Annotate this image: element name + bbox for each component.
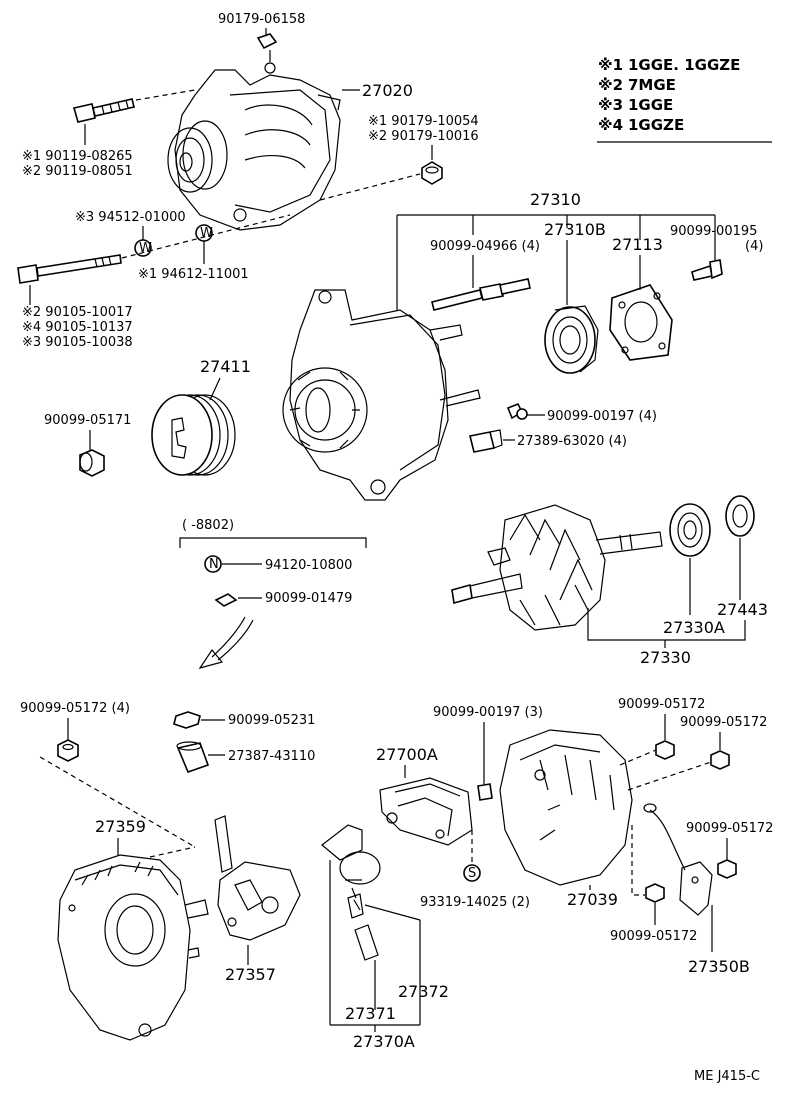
label-93319: 93319-14025 (2): [420, 895, 530, 910]
label-27330a: 27330A: [663, 618, 725, 637]
label-27357: 27357: [225, 965, 276, 984]
insulator-icon: [469, 429, 503, 453]
terminal-plate-drawing: [643, 803, 713, 916]
nut-icon: [57, 739, 79, 762]
label-nut-b2: ※2 90179-10016: [368, 129, 479, 144]
label-washer-w3: ※3 94512-01000: [75, 210, 186, 225]
label-bolt-a2: ※2 90119-08051: [22, 164, 133, 179]
nut-icon: [717, 859, 737, 879]
label-27310b: 27310B: [544, 220, 606, 239]
nut-icon: [655, 740, 675, 760]
label-90099-05171: 90099-05171: [44, 413, 131, 428]
nut-icon: [710, 750, 730, 770]
legend-item-3: ※3: [598, 96, 623, 114]
label-27443: 27443: [717, 600, 768, 619]
label-90099-05172-b: 90099-05172: [680, 715, 767, 730]
bearing-icon: [669, 503, 711, 557]
label-27113: 27113: [612, 235, 663, 254]
nut-icon: [421, 161, 443, 185]
legend-item-1-text: 1GGE. 1GGZE: [628, 56, 740, 74]
label-27389: 27389-63020 (4): [517, 434, 627, 449]
label-27350b: 27350B: [688, 957, 750, 976]
label-27371: 27371: [345, 1004, 396, 1023]
label-27370a: 27370A: [353, 1032, 415, 1051]
label-90099-04966: 90099-04966 (4): [430, 239, 540, 254]
legend-item-2: ※2: [598, 76, 623, 94]
alternator-assembly-drawing: [167, 50, 341, 231]
drive-end-frame-drawing: [282, 289, 481, 501]
label-27700a: 27700A: [376, 745, 438, 764]
legend-item-1: ※1: [598, 56, 623, 74]
brush-assembly-drawing: [321, 824, 381, 961]
label-90179-06158: 90179-06158: [218, 12, 305, 27]
screw-s-icon: [463, 864, 481, 882]
label-27330: 27330: [640, 648, 691, 667]
screw-icon: [506, 402, 528, 420]
legend-item-4: ※4: [598, 116, 623, 134]
label-90099-05172-a: 90099-05172: [618, 697, 705, 712]
nut-icon: [79, 449, 105, 477]
label-27020: 27020: [362, 81, 413, 100]
label-bolt-c4: ※4 90105-10137: [22, 320, 133, 335]
retainer-plate-icon: [609, 284, 673, 361]
label-27372: 27372: [398, 982, 449, 1001]
regulator-drawing: [379, 777, 473, 846]
washer-icon: [214, 593, 238, 607]
label-90099-00197-a: 90099-00197 (4): [547, 409, 657, 424]
legend-item-3-text: 1GGE: [628, 96, 673, 114]
label-27359: 27359: [95, 817, 146, 836]
brush-holder-drawing: [214, 815, 301, 941]
washer-w-mark-2: W: [200, 226, 213, 241]
screw-icon: [477, 783, 493, 801]
label-90099-00197-b: 90099-00197 (3): [433, 705, 543, 720]
legend-item-2-text: 7MGE: [628, 76, 676, 94]
pulley-icon: [151, 394, 236, 476]
nut-n-icon: [204, 555, 222, 573]
label-bolt-c3: ※3 90105-10038: [22, 335, 133, 350]
legend-item-4-text: 1GGZE: [628, 116, 684, 134]
label-90099-00195-qty: (4): [745, 239, 763, 254]
nut-icon: [645, 883, 665, 903]
label-94120: 94120-10800: [265, 558, 352, 573]
label-27310: 27310: [530, 190, 581, 209]
rear-end-frame-drawing: [57, 854, 209, 1041]
label-bolt-a1: ※1 90119-08265: [22, 149, 133, 164]
stud-bolt-icon: [431, 278, 531, 311]
label-nut-b1: ※1 90179-10054: [368, 114, 479, 129]
bearing-cover-icon: [725, 495, 755, 537]
nut-icon: [173, 711, 201, 729]
screw-s-mark: S: [468, 866, 476, 881]
label-27387: 27387-43110: [228, 749, 315, 764]
label-27039: 27039: [567, 890, 618, 909]
nut-icon: [256, 33, 278, 50]
label-90099-00195: 90099-00195: [670, 224, 757, 239]
arrow-down-left-icon: [198, 616, 254, 670]
label-diagram-reference: ME J415-C: [694, 1069, 760, 1084]
long-bolt-icon: [17, 254, 122, 284]
bearing-icon: [544, 305, 599, 374]
label-90099-05172-c: 90099-05172: [686, 821, 773, 836]
screw-icon: [691, 259, 723, 281]
label-washer-w1: ※1 94612-11001: [138, 267, 249, 282]
bolt-icon: [72, 98, 135, 123]
terminal-cap-icon: [176, 741, 210, 774]
rotor-drawing: [451, 504, 663, 631]
label-90099-01479: 90099-01479: [265, 591, 352, 606]
rear-cover-drawing: [499, 729, 633, 886]
label-90099-05231: 90099-05231: [228, 713, 315, 728]
label-bracket-8802: ( -8802): [182, 518, 234, 533]
label-90099-05172-qty: 90099-05172 (4): [20, 701, 130, 716]
nut-n-mark: N: [209, 557, 219, 572]
label-27411: 27411: [200, 357, 251, 376]
legend: ※1 1GGE. 1GGZE ※2 7MGE ※3 1GGE ※4 1GGZE: [597, 56, 772, 143]
label-90099-05172-d: 90099-05172: [610, 929, 697, 944]
label-bolt-c2: ※2 90105-10017: [22, 305, 133, 320]
